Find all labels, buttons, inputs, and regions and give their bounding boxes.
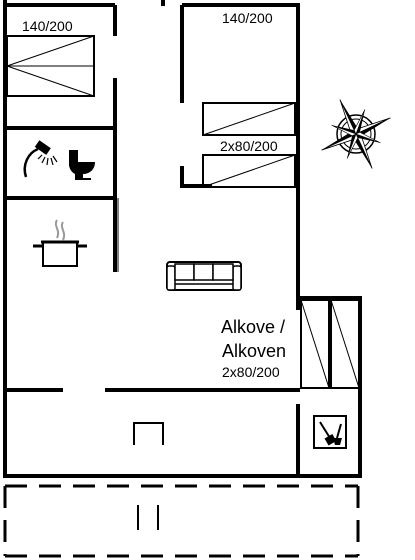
alcove-bed-label: 2x80/200 xyxy=(222,364,280,380)
terrace-outline xyxy=(3,484,360,558)
bunk-bed-label: 2x80/200 xyxy=(220,138,278,154)
bed-left xyxy=(6,35,95,97)
bed-left-label: 140/200 xyxy=(22,18,73,34)
alcove-label-line2: Alkoven xyxy=(222,341,286,361)
alcove-beds xyxy=(300,299,360,389)
alcove-label-line1: Alkove / xyxy=(221,317,285,337)
cooking-pot-icon xyxy=(33,219,87,267)
walls xyxy=(3,0,362,478)
sofa-icon xyxy=(166,261,242,291)
bed-right-label: 140/200 xyxy=(222,10,273,26)
toilet-icon xyxy=(69,150,95,180)
bunk-bed-right xyxy=(202,102,296,188)
shower-icon xyxy=(23,140,58,178)
cleaning-equipment-icon xyxy=(313,415,347,449)
entrance-step xyxy=(133,422,164,445)
compass-rose-icon xyxy=(321,99,391,169)
